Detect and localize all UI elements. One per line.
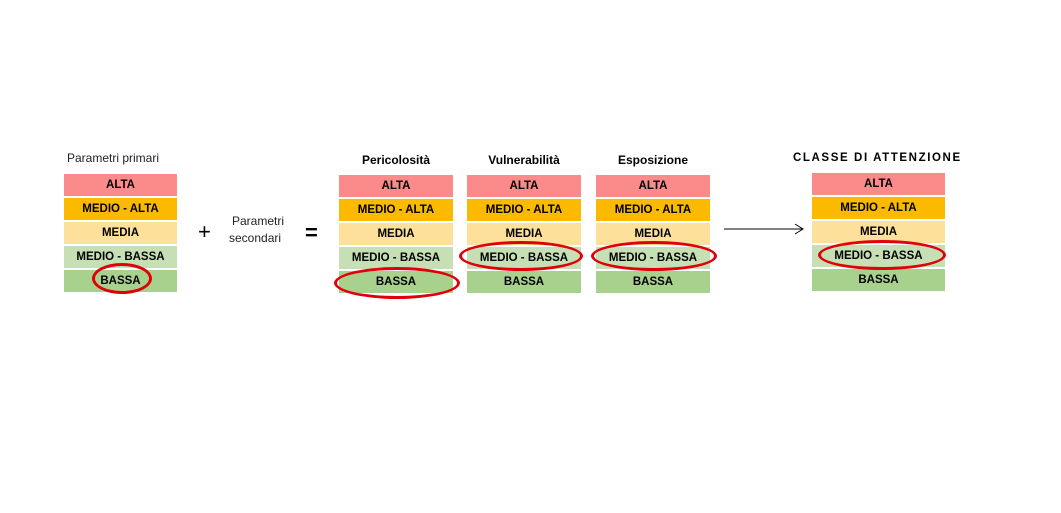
esposizione-level-medio-alta: MEDIO - ALTA [596,199,710,221]
factor-scale-esposizione: ALTA MEDIO - ALTA MEDIA MEDIO - BASSA BA… [596,175,710,293]
result-level-media: MEDIA [812,221,945,243]
result-level-alta: ALTA [812,173,945,195]
vulnerabilita-level-bassa: BASSA [467,271,581,293]
esposizione-level-medio-bassa: MEDIO - BASSA [596,247,710,269]
result-level-medio-alta: MEDIO - ALTA [812,197,945,219]
primary-level-bassa: BASSA [64,270,177,292]
result-scale: ALTA MEDIO - ALTA MEDIA MEDIO - BASSA BA… [812,173,945,291]
vulnerabilita-level-medio-alta: MEDIO - ALTA [467,199,581,221]
factor-scale-vulnerabilita: ALTA MEDIO - ALTA MEDIA MEDIO - BASSA BA… [467,175,581,293]
primary-level-medio-alta: MEDIO - ALTA [64,198,177,220]
result-caption: CLASSE DI ATTENZIONE [793,152,962,164]
pericolosita-level-media: MEDIA [339,223,453,245]
primary-level-medio-bassa: MEDIO - BASSA [64,246,177,268]
primary-scale: ALTA MEDIO - ALTA MEDIA MEDIO - BASSA BA… [64,174,177,292]
primary-caption: Parametri primari [67,151,160,165]
vulnerabilita-level-media: MEDIA [467,223,581,245]
vulnerabilita-level-medio-bassa: MEDIO - BASSA [467,247,581,269]
result-level-medio-bassa: MEDIO - BASSA [812,245,945,267]
pericolosita-level-medio-bassa: MEDIO - BASSA [339,247,453,269]
primary-level-alta: ALTA [64,174,177,196]
primary-level-media: MEDIA [64,222,177,244]
secondary-caption-line2: secondari [229,231,282,245]
result-level-bassa: BASSA [812,269,945,291]
esposizione-level-bassa: BASSA [596,271,710,293]
esposizione-level-alta: ALTA [596,175,710,197]
plus-operator: + [198,219,211,244]
vulnerabilita-level-alta: ALTA [467,175,581,197]
right-arrow-icon [724,223,804,235]
pericolosita-level-bassa: BASSA [339,271,453,293]
factor-caption-vulnerabilita: Vulnerabilità [488,153,560,167]
factor-caption-pericolosita: Pericolosità [361,153,431,167]
factor-scale-pericolosita: ALTA MEDIO - ALTA MEDIA MEDIO - BASSA BA… [339,175,453,293]
factor-caption-esposizione: Esposizione [617,153,688,167]
equals-operator: = [305,220,318,245]
secondary-caption-line1: Parametri [232,214,285,228]
pericolosita-level-alta: ALTA [339,175,453,197]
esposizione-level-media: MEDIA [596,223,710,245]
pericolosita-level-medio-alta: MEDIO - ALTA [339,199,453,221]
